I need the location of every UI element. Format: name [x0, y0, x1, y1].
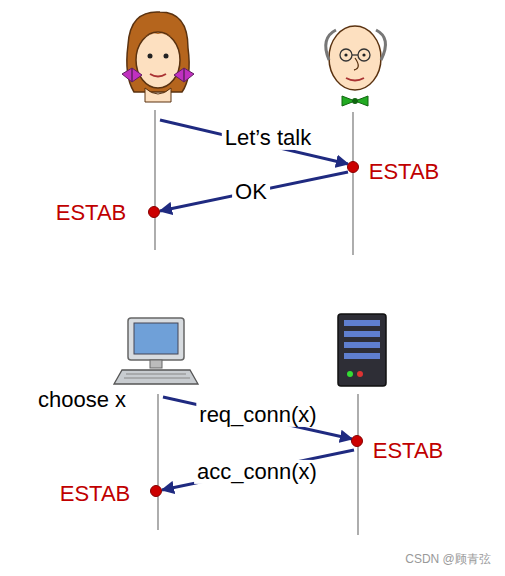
state-label: ESTAB	[57, 482, 134, 506]
message-label: Let’s talk	[222, 126, 314, 150]
woman-figure	[122, 12, 194, 102]
message-label: OK	[232, 180, 270, 204]
server-figure	[338, 314, 386, 386]
timeline	[155, 110, 358, 535]
state-dot	[149, 162, 363, 497]
message-label: req_conn(x)	[196, 403, 319, 427]
message-arrow	[160, 120, 354, 490]
state-label: ESTAB	[366, 160, 443, 184]
action-label: choose x	[35, 388, 129, 412]
man-figure	[326, 26, 386, 106]
message-label: acc_conn(x)	[194, 460, 320, 484]
watermark: CSDN @顾青弦	[402, 553, 494, 566]
state-label: ESTAB	[370, 439, 447, 463]
computer-figure	[114, 318, 198, 384]
state-label: ESTAB	[53, 201, 130, 225]
